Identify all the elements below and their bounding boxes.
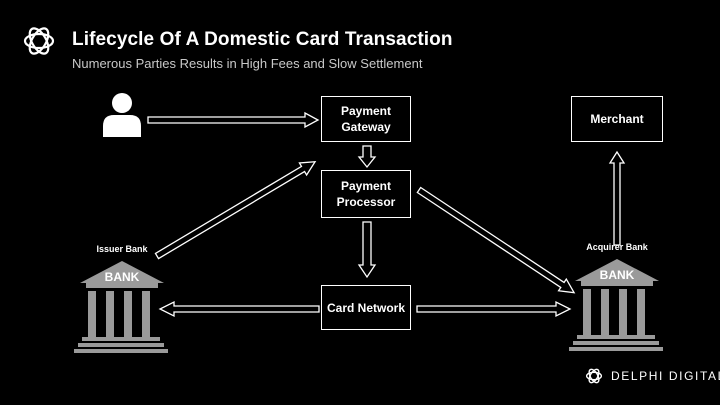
card-network-box: Card Network	[321, 285, 411, 330]
arrow-processor-to-acquirer	[416, 186, 576, 294]
arrow-acquirer-to-merchant	[608, 150, 626, 246]
page-subtitle: Numerous Parties Results in High Fees an…	[72, 56, 423, 71]
page-title: Lifecycle Of A Domestic Card Transaction	[72, 29, 453, 50]
acquirer-bank-sign: BANK	[600, 268, 635, 282]
delphi-logo-icon	[23, 27, 55, 55]
issuer-bank-label: Issuer Bank	[96, 244, 148, 254]
issuer-bank-icon	[74, 261, 168, 353]
arrow-network-to-issuer	[158, 300, 320, 318]
payment-processor-box: Payment Processor	[321, 170, 411, 218]
brand-footer: DELPHI DIGITAL	[584, 366, 720, 386]
delphi-brand-icon	[585, 368, 603, 384]
acquirer-bank-icon	[569, 259, 663, 351]
user-icon	[103, 93, 141, 137]
brand-name: DELPHI DIGITAL	[611, 369, 720, 383]
payment-gateway-box: Payment Gateway	[321, 96, 411, 142]
arrow-issuer-to-processor	[154, 161, 317, 260]
arrow-user-to-gateway	[147, 111, 320, 129]
acquirer-bank-label: Acquirer Bank	[586, 242, 648, 252]
arrow-gateway-to-processor	[357, 145, 377, 169]
merchant-box: Merchant	[571, 96, 663, 142]
arrow-processor-to-network	[357, 221, 377, 279]
arrow-network-to-acquirer	[416, 300, 572, 318]
issuer-bank-sign: BANK	[105, 270, 140, 284]
